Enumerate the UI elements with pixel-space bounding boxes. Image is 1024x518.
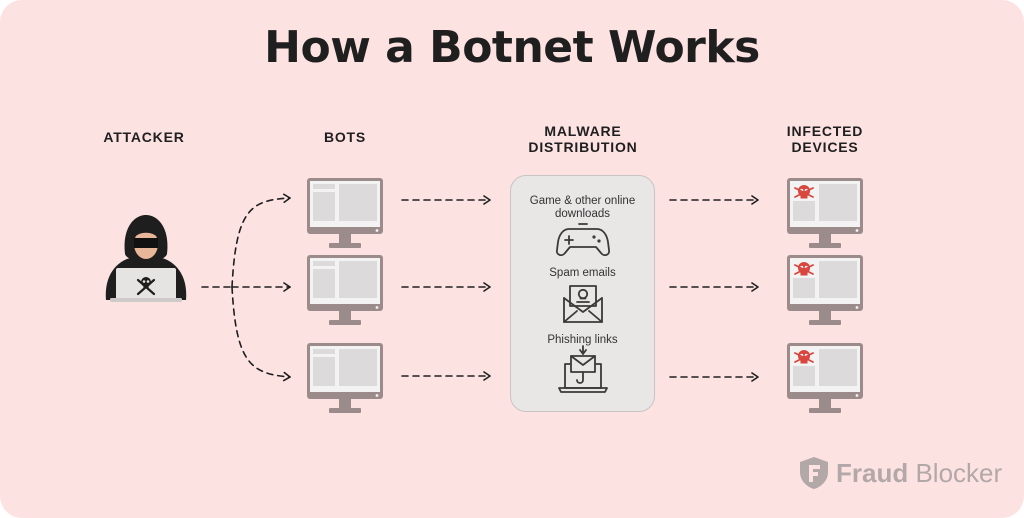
fraud-blocker-logo-icon	[800, 457, 828, 489]
bot-monitor-icon	[307, 255, 383, 325]
column-label-infected-line-2: DEVICES	[791, 139, 859, 155]
red-skull-icon	[794, 185, 814, 199]
gamepad-icon	[556, 223, 610, 257]
infected-monitor-icon	[787, 178, 863, 248]
attacker-to-bots-arrows	[201, 193, 291, 382]
brand-name: Fraud Blocker	[836, 458, 1002, 489]
distribution-to-infected-arrows	[669, 195, 759, 382]
column-label-attacker: ATTACKER	[84, 129, 204, 145]
column-label-distribution-line-1: MALWARE	[544, 123, 622, 139]
brand-name-bold: Fraud	[836, 457, 909, 488]
distribution-item-downloads-line-2: downloads	[555, 208, 610, 220]
red-skull-icon	[794, 350, 814, 364]
distribution-item-spam: Spam emails	[510, 267, 655, 280]
distribution-item-phishing: Phishing links	[510, 334, 655, 347]
column-label-infected-line-1: INFECTED	[786, 123, 864, 139]
distribution-item-spam-line-1: Spam emails	[549, 267, 616, 279]
column-label-distribution-line-2: DISTRIBUTION	[528, 139, 638, 155]
bots-to-distribution-arrows	[401, 195, 491, 381]
bot-monitor-icon	[307, 343, 383, 413]
distribution-item-downloads: Game & other online downloads	[510, 195, 655, 221]
page-title: How a Botnet Works	[264, 22, 760, 73]
spam-letter-icon	[563, 285, 603, 323]
phishing-laptop-icon	[558, 345, 608, 393]
column-label-infected: INFECTED DEVICES	[765, 123, 885, 155]
distribution-item-downloads-line-1: Game & other online	[529, 195, 636, 207]
infected-monitor-icon	[787, 343, 863, 413]
hooded-hacker-icon	[105, 215, 187, 302]
column-label-attacker-line: ATTACKER	[103, 129, 185, 145]
column-label-bots: BOTS	[285, 129, 405, 145]
infected-monitor-icon	[787, 255, 863, 325]
fraud-blocker-brand: Fraud Blocker	[798, 456, 1002, 490]
column-label-bots-line: BOTS	[323, 129, 367, 145]
distribution-item-phishing-line-1: Phishing links	[547, 334, 618, 346]
brand-name-regular: Blocker	[915, 457, 1003, 488]
arrow-to-bot-1	[231, 193, 291, 288]
arrow-to-bot-3	[231, 286, 291, 382]
bot-monitor-icon	[307, 178, 383, 248]
column-label-distribution: MALWARE DISTRIBUTION	[512, 123, 654, 155]
red-skull-icon	[794, 262, 814, 276]
